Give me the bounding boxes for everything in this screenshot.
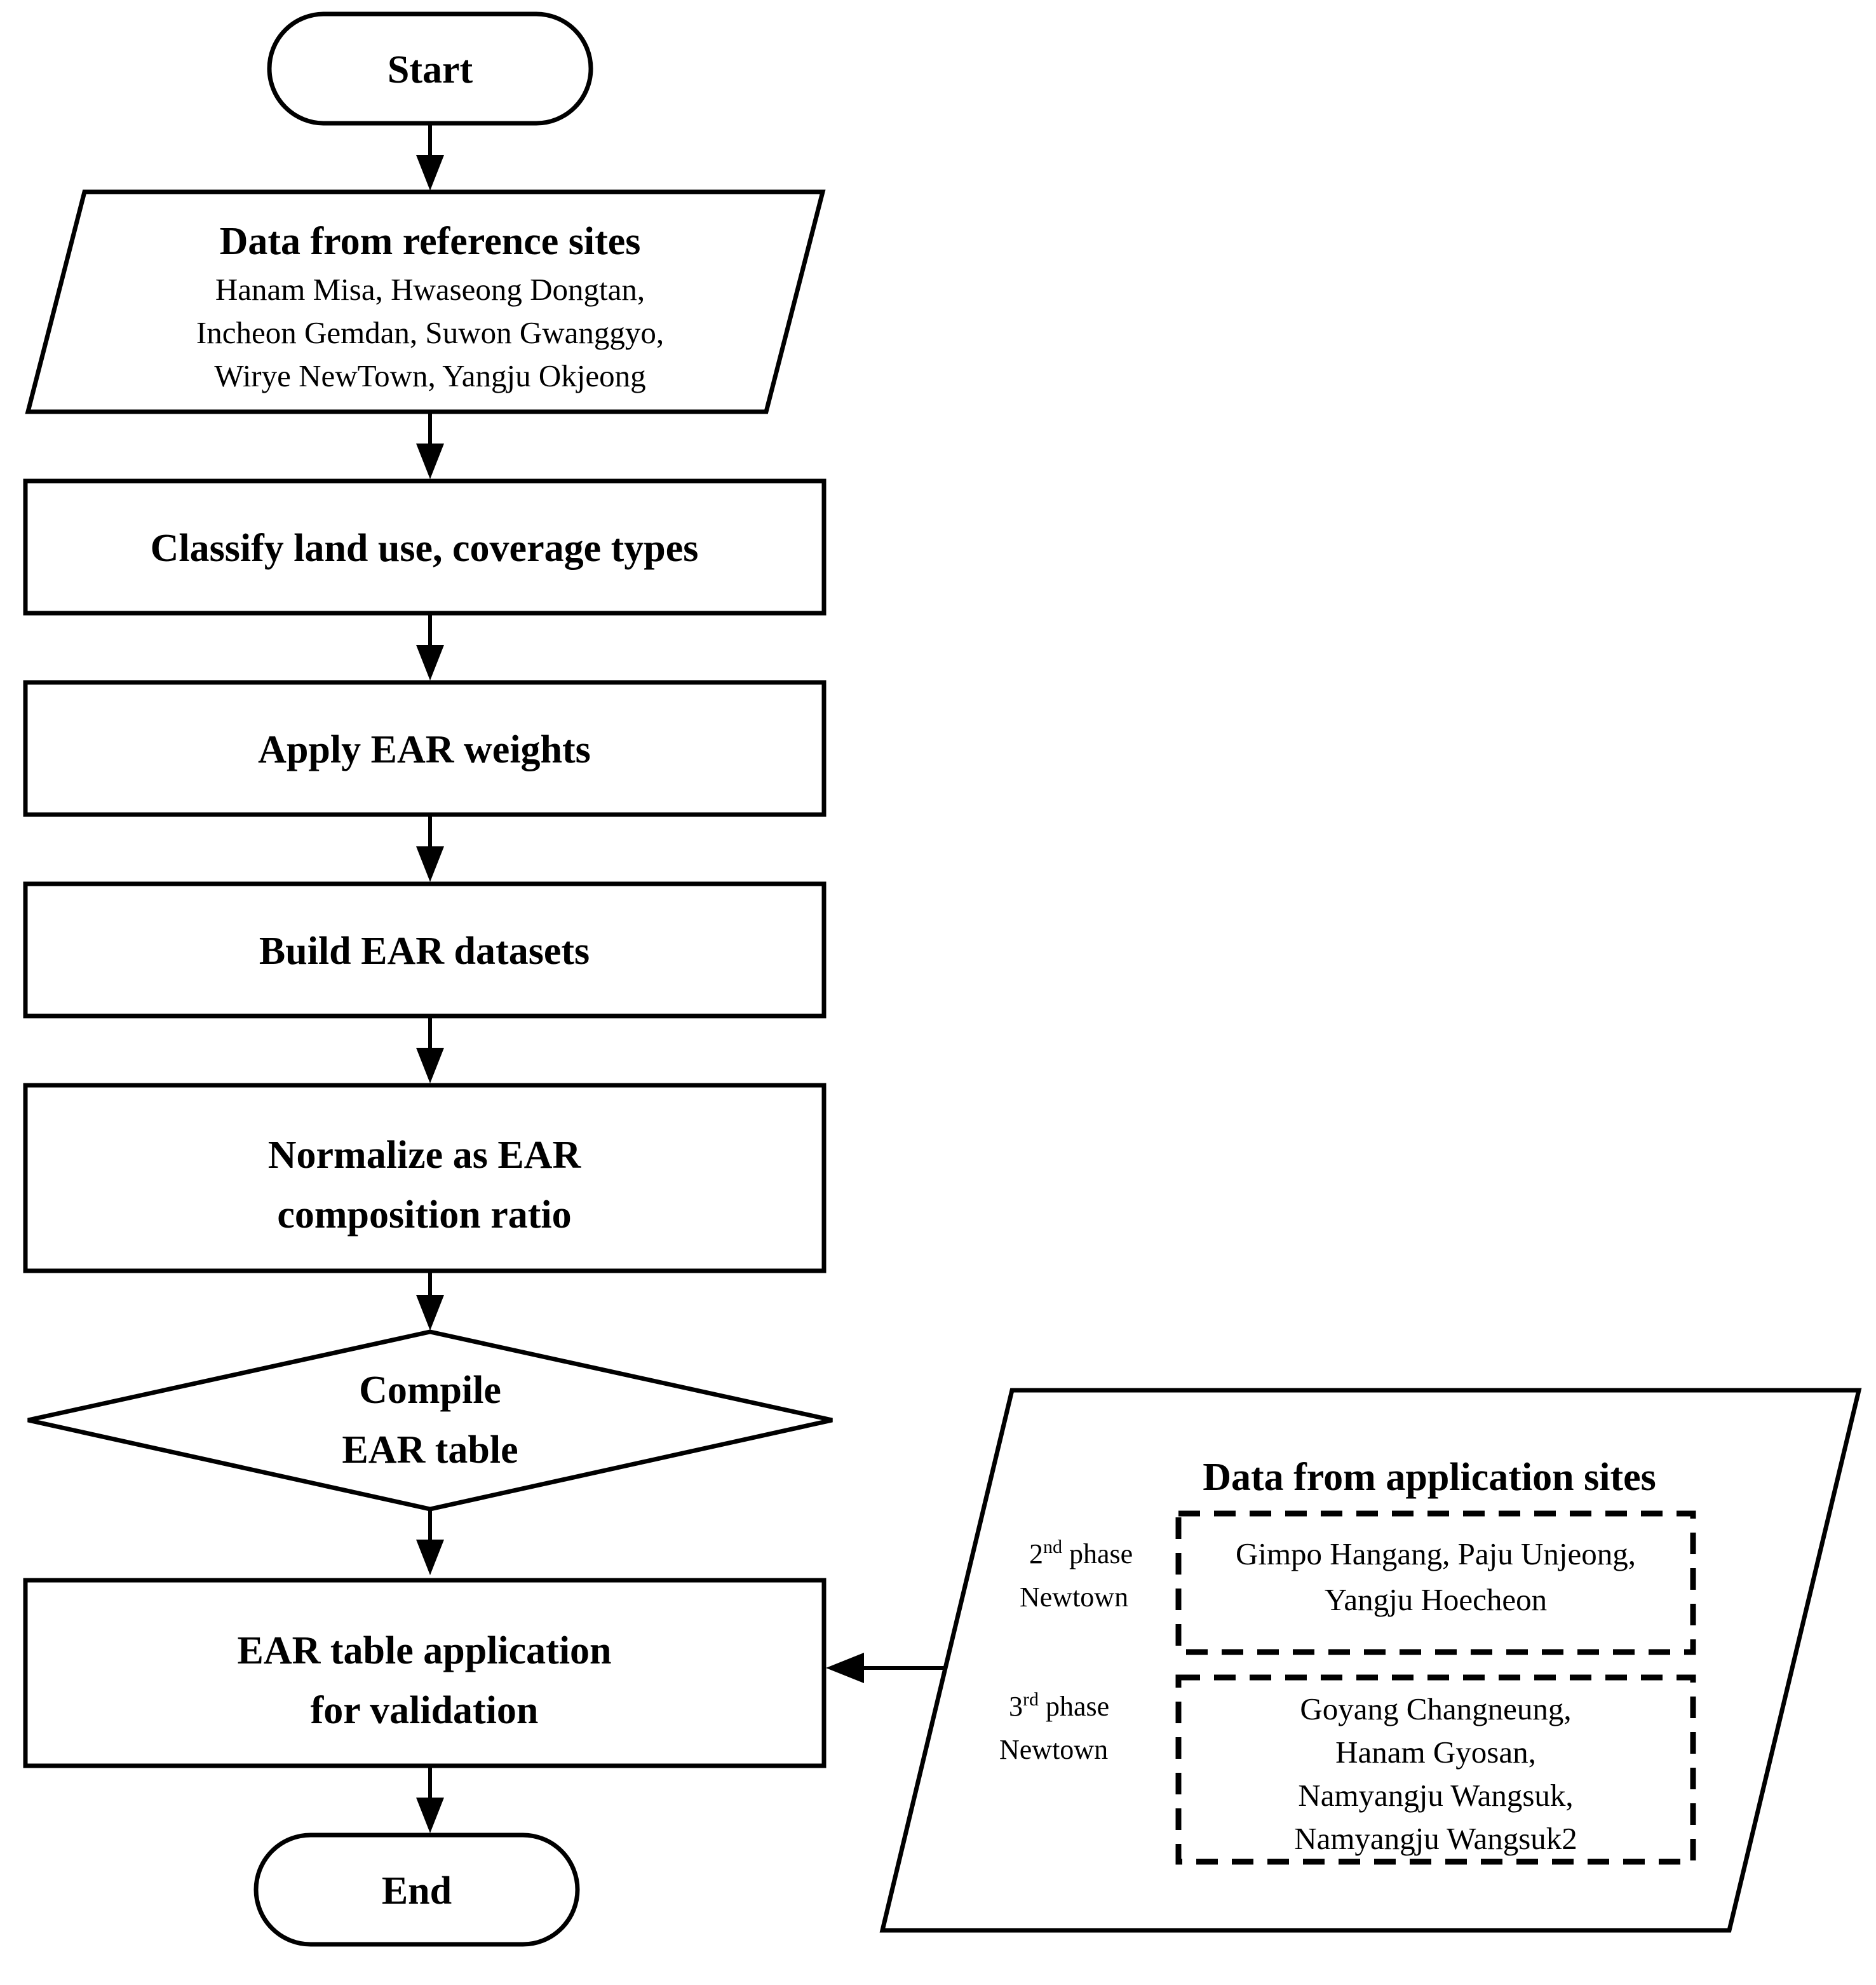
node-apply-weights[interactable]: Apply EAR weights — [23, 680, 827, 817]
reference-sites-line-1: Hanam Misa, Hwaseong Dongtan, — [215, 272, 645, 307]
end-shape — [253, 1833, 580, 1947]
application-group-1-label: 2nd phase Newtown — [1020, 1536, 1133, 1613]
node-build-datasets[interactable]: Build EAR datasets — [23, 881, 827, 1019]
build-datasets-shape — [23, 881, 827, 1019]
node-apply-table[interactable]: EAR table application for validation — [23, 1578, 827, 1768]
group-1-item-1: Gimpo Hangang, Paju Unjeong, — [1236, 1536, 1636, 1571]
apply-weights-shape — [23, 680, 827, 817]
reference-sites-shape — [25, 189, 826, 414]
node-reference-sites[interactable]: Data from reference sites Hanam Misa, Hw… — [25, 189, 826, 414]
arrowhead-down-icon — [416, 1048, 444, 1083]
classify-shape — [23, 478, 827, 616]
application-group-2-label: 3rd phase Newtown — [999, 1689, 1109, 1765]
edge-application-to-apply-table — [826, 1653, 946, 1683]
svg-text:2nd phase: 2nd phase — [1029, 1536, 1133, 1569]
apply-table-line-1: EAR table application — [237, 1629, 611, 1672]
group-1-ordinal-suffix: nd — [1043, 1536, 1062, 1557]
end-label: End — [382, 1869, 452, 1913]
arrowhead-left-icon — [826, 1653, 864, 1683]
group-2-item-2: Hanam Gyosan, — [1335, 1735, 1536, 1770]
arrowhead-down-icon — [416, 1798, 444, 1833]
arrowhead-down-icon — [416, 1540, 444, 1575]
group-1-dashed-rect — [1175, 1510, 1696, 1655]
group-2-ordinal: 3 — [1009, 1691, 1023, 1722]
node-end[interactable]: End — [253, 1833, 580, 1947]
group-1-ordinal: 2 — [1029, 1538, 1043, 1569]
classify-label: Classify land use, coverage types — [151, 527, 699, 570]
node-compile[interactable]: Compile EAR table — [27, 1329, 833, 1512]
application-sites-shape — [879, 1388, 1862, 1933]
group-2-phase-word: phase — [1039, 1691, 1109, 1722]
build-datasets-label: Build EAR datasets — [259, 930, 590, 973]
group-1-newtown-word: Newtown — [1020, 1582, 1128, 1613]
start-label: Start — [388, 48, 473, 91]
group-2-item-3: Namyangju Wangsuk, — [1298, 1778, 1573, 1813]
reference-sites-line-2: Incheon Gemdan, Suwon Gwanggyo, — [196, 315, 664, 350]
edge-apply-to-end — [416, 1766, 444, 1833]
application-group-1-box: Gimpo Hangang, Paju Unjeong, Yangju Hoec… — [1175, 1510, 1696, 1655]
reference-sites-heading: Data from reference sites — [220, 220, 641, 263]
arrowhead-down-icon — [416, 444, 444, 479]
edge-reference-to-classify — [416, 412, 444, 479]
edge-normalize-to-compile — [416, 1271, 444, 1331]
compile-shape — [27, 1329, 833, 1512]
arrowhead-down-icon — [416, 645, 444, 681]
reference-sites-line-3: Wirye NewTown, Yangju Okjeong — [214, 358, 645, 393]
edge-weights-to-datasets — [416, 815, 444, 882]
group-2-dashed-rect — [1175, 1674, 1696, 1865]
normalize-line-1: Normalize as EAR — [268, 1134, 582, 1177]
arrowhead-down-icon — [416, 1295, 444, 1331]
application-sites-heading: Data from application sites — [1203, 1456, 1656, 1499]
compile-line-1: Compile — [359, 1369, 501, 1412]
svg-text:3rd phase: 3rd phase — [1009, 1689, 1109, 1722]
arrowhead-down-icon — [416, 846, 444, 882]
edge-compile-to-apply — [416, 1509, 444, 1575]
group-2-item-1: Goyang Changneung, — [1300, 1691, 1571, 1726]
group-1-phase-word: phase — [1062, 1538, 1133, 1569]
edge-datasets-to-normalize — [416, 1016, 444, 1083]
group-1-item-2: Yangju Hoecheon — [1325, 1582, 1547, 1617]
group-2-item-4: Namyangju Wangsuk2 — [1294, 1821, 1577, 1856]
group-2-ordinal-suffix: rd — [1023, 1689, 1039, 1710]
normalize-shape — [23, 1083, 827, 1273]
node-normalize[interactable]: Normalize as EAR composition ratio — [23, 1083, 827, 1273]
normalize-line-2: composition ratio — [277, 1193, 571, 1236]
edge-start-to-reference — [416, 123, 444, 191]
edge-classify-to-weights — [416, 613, 444, 681]
node-classify[interactable]: Classify land use, coverage types — [23, 478, 827, 616]
arrowhead-down-icon — [416, 155, 444, 191]
compile-line-2: EAR table — [342, 1428, 518, 1472]
apply-table-line-2: for validation — [311, 1689, 539, 1732]
group-2-newtown-word: Newtown — [999, 1734, 1108, 1765]
apply-table-shape — [23, 1578, 827, 1768]
node-start[interactable]: Start — [267, 11, 593, 126]
apply-weights-label: Apply EAR weights — [258, 728, 591, 771]
node-application-sites[interactable]: Data from application sites 2nd phase Ne… — [879, 1388, 1862, 1933]
application-group-2-box: Goyang Changneung, Hanam Gyosan, Namyang… — [1175, 1674, 1696, 1865]
